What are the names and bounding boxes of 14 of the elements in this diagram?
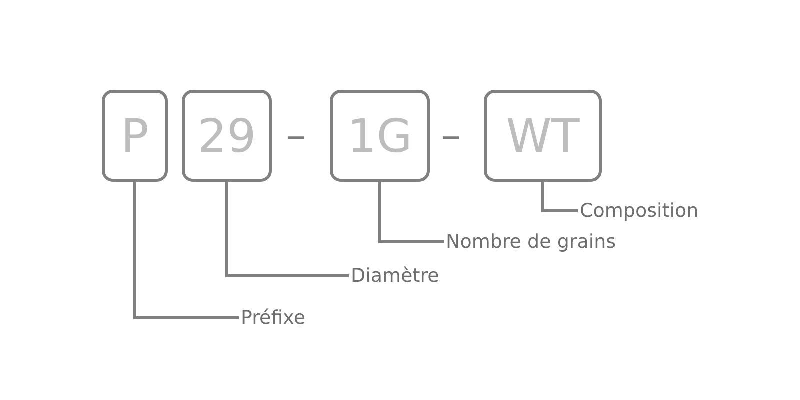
segment-label: Composition — [580, 200, 699, 222]
code-segment-box: WT — [484, 90, 602, 182]
code-segment-box: 1G — [330, 90, 430, 182]
leader-line — [378, 182, 444, 244]
leader-line — [134, 182, 239, 320]
code-segment-box: P — [102, 90, 168, 182]
leader-line — [226, 182, 349, 278]
segment-label: Diamètre — [351, 265, 440, 287]
separator-dash: – — [286, 116, 306, 156]
segment-label: Nombre de grains — [446, 231, 616, 253]
separator-dash: – — [441, 116, 461, 156]
code-segment-box: 29 — [182, 90, 272, 182]
leader-line — [542, 182, 578, 212]
segment-label: Préfixe — [241, 307, 306, 329]
